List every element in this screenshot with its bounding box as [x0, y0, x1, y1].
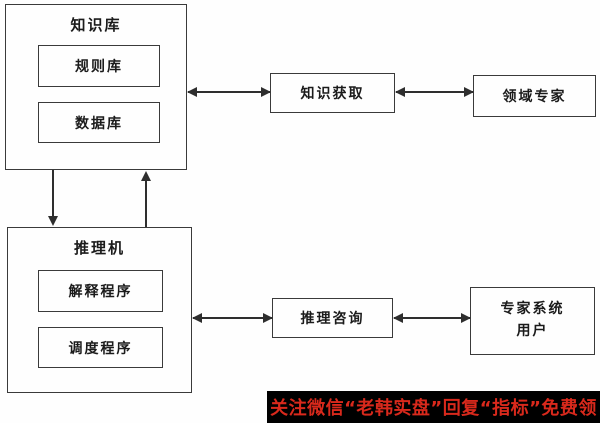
expert-system-user-box: 专家系统 用户 — [470, 287, 595, 355]
arrow-inferenceengine-to-knowledgebase — [141, 171, 151, 227]
inference-consultation-box: 推理咨询 — [272, 298, 393, 338]
arrow-knowledgebase-acquisition — [187, 87, 271, 97]
arrow-consultation-user — [393, 313, 471, 323]
rule-base-box: 规则库 — [38, 45, 160, 87]
expert-system-user-label-line1: 专家系统 — [500, 301, 565, 318]
expert-system-user-label-line2: 用户 — [516, 323, 549, 339]
inference-engine-title: 推理机 — [73, 239, 125, 257]
explanation-program-label: 解释程序 — [68, 284, 133, 300]
domain-expert-label: 领域专家 — [502, 89, 567, 105]
knowledge-acquisition-box: 知识获取 — [270, 73, 395, 113]
domain-expert-box: 领域专家 — [473, 75, 596, 117]
scheduling-program-box: 调度程序 — [38, 327, 163, 368]
knowledge-base-title: 知识库 — [70, 16, 122, 34]
wechat-watermark-banner: 关注微信“老韩实盘”回复“指标”免费领 — [267, 391, 600, 423]
arrow-inferenceengine-consultation — [192, 313, 273, 323]
explanation-program-box: 解释程序 — [38, 270, 163, 312]
scheduling-program-label: 调度程序 — [68, 340, 133, 357]
wechat-watermark-text: 关注微信“老韩实盘”回复“指标”免费领 — [270, 398, 597, 419]
knowledge-base-box: 知识库 — [5, 4, 187, 170]
rule-base-label: 规则库 — [75, 59, 123, 75]
arrow-acquisition-domainexpert — [395, 87, 474, 97]
inference-consultation-label: 推理咨询 — [300, 311, 365, 327]
knowledge-acquisition-label: 知识获取 — [300, 86, 365, 102]
arrow-knowledgebase-to-inferenceengine — [48, 170, 58, 226]
database-box: 数据库 — [38, 102, 160, 143]
database-label: 数据库 — [75, 115, 123, 132]
